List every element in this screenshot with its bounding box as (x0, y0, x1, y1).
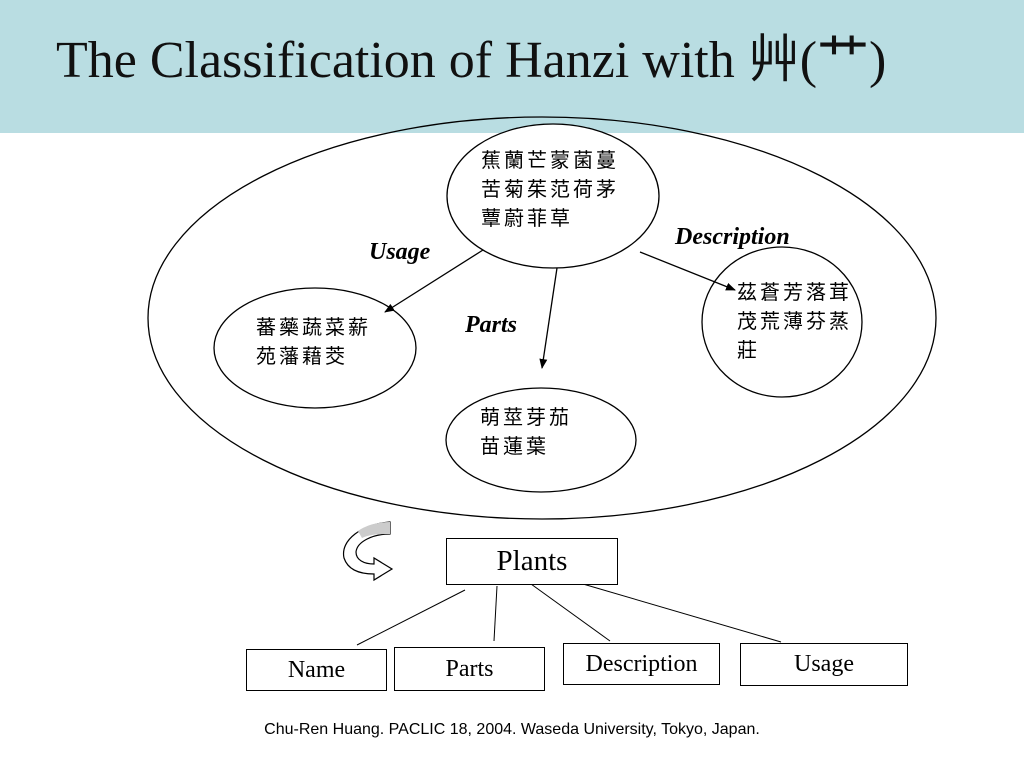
plants-root-box: Plants (446, 538, 618, 585)
tree-connector-usage (582, 583, 782, 643)
center-group-ellipse (446, 123, 660, 269)
center-hanzi-group: 蕉蘭芒蒙菌蔓 苦菊茱范荷茅 蕈蔚菲草 (481, 148, 619, 230)
usage-box: Usage (740, 643, 908, 686)
usage-arrow (384, 249, 484, 313)
parts-hanzi-group: 萌莖芽茄 苗蓮葉 (480, 405, 572, 458)
description-arrow (639, 251, 736, 291)
curved-arrow-icon (343, 521, 394, 582)
name-box: Name (246, 649, 387, 691)
parts-box: Parts (394, 647, 545, 691)
usage-label: Usage (369, 239, 431, 265)
tree-connector-name (356, 589, 466, 646)
parts-label: Parts (465, 312, 518, 338)
usage-group-ellipse (213, 287, 417, 409)
tree-connector-parts (493, 585, 498, 642)
tree-connector-description (530, 583, 611, 642)
outer-ellipse (147, 116, 937, 520)
description-label: Description (675, 224, 790, 250)
description-group-ellipse (701, 246, 863, 398)
description-hanzi-group: 茲蒼芳落茸 茂荒薄芬蒸 莊 (737, 280, 852, 362)
description-box: Description (563, 643, 720, 685)
usage-hanzi-group: 蕃藥蔬菜薪 苑藩藉茭 (256, 315, 371, 368)
slide-title: The Classification of Hanzi with 艸(艹) (56, 32, 887, 89)
footer-citation: Chu-Ren Huang. PACLIC 18, 2004. Waseda U… (264, 721, 760, 738)
parts-arrow (539, 267, 558, 369)
title-bar: The Classification of Hanzi with 艸(艹) (0, 0, 1024, 133)
parts-group-ellipse (445, 387, 637, 493)
